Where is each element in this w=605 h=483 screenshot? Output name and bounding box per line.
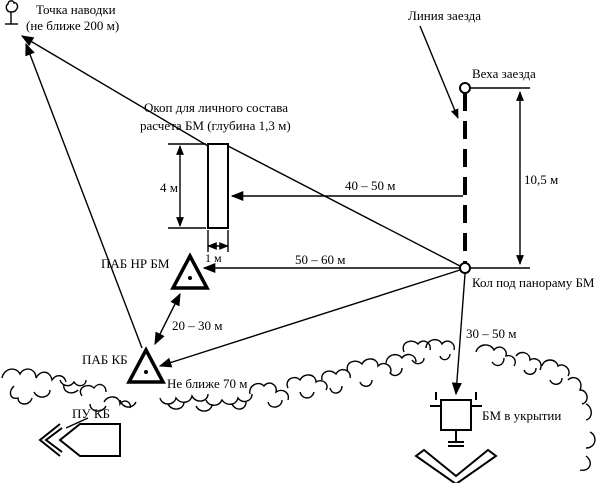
- dim-4m-label: 4 м: [160, 180, 178, 195]
- bm-shelter-label: БМ в укрытии: [482, 408, 561, 423]
- trench-label-line2: расчета БМ (глубина 1,3 м): [140, 118, 291, 133]
- cover-vegetation-line: [1, 338, 596, 471]
- aim-point-label: Точка наводки: [36, 2, 116, 17]
- aim-point-tree-icon: [5, 0, 19, 25]
- panorama-stake-marker: [459, 262, 471, 274]
- arrow-to-bm-shelter: [451, 273, 466, 396]
- pu-kb-icon: [38, 423, 121, 457]
- entry-stake-label: Веха заезда: [472, 66, 536, 81]
- paf-kb-label: ПАБ КБ: [82, 352, 128, 367]
- entry-stake-marker: [459, 82, 471, 94]
- trench-to-panorama-line: [227, 145, 461, 267]
- entry-line-label: Линия заезда: [408, 8, 481, 23]
- dist-50-60-label: 50 – 60 м: [295, 252, 345, 267]
- paf-nr-bm-triangle-icon: [170, 252, 210, 290]
- dist-40-50-label: 40 – 50 м: [345, 178, 395, 193]
- paf-nr-bm-label: ПАБ НР БМ: [101, 256, 170, 271]
- paf-kb-triangle-icon: [126, 346, 166, 384]
- paf-kb-to-aim-point-line: [25, 42, 143, 349]
- dim-20-30-arrow: [154, 292, 181, 346]
- not-closer-70-label: Не ближе 70 м: [167, 376, 247, 391]
- trench-rect: [207, 143, 229, 229]
- aim-point-distance-label: (не ближе 200 м): [26, 18, 119, 33]
- arrow-to-paf-kb: [158, 269, 461, 368]
- trench-to-aim-point-line: [20, 35, 209, 147]
- dim-1m-label: 1 м: [205, 251, 222, 265]
- pu-kb-label: ПУ КБ: [72, 406, 110, 421]
- dim-10-5-label: 10,5 м: [524, 172, 558, 187]
- trench-label-line1: Окоп для личного состава: [144, 100, 288, 115]
- bm-shelter-icon: [414, 392, 498, 483]
- panorama-stake-label: Кол под панораму БМ: [472, 275, 595, 290]
- dist-20-30-label: 20 – 30 м: [172, 318, 222, 333]
- pu-kb-pointer: [65, 417, 89, 429]
- dist-30-50-label: 30 – 50 м: [466, 326, 516, 341]
- entry-line-pointer: [419, 25, 459, 119]
